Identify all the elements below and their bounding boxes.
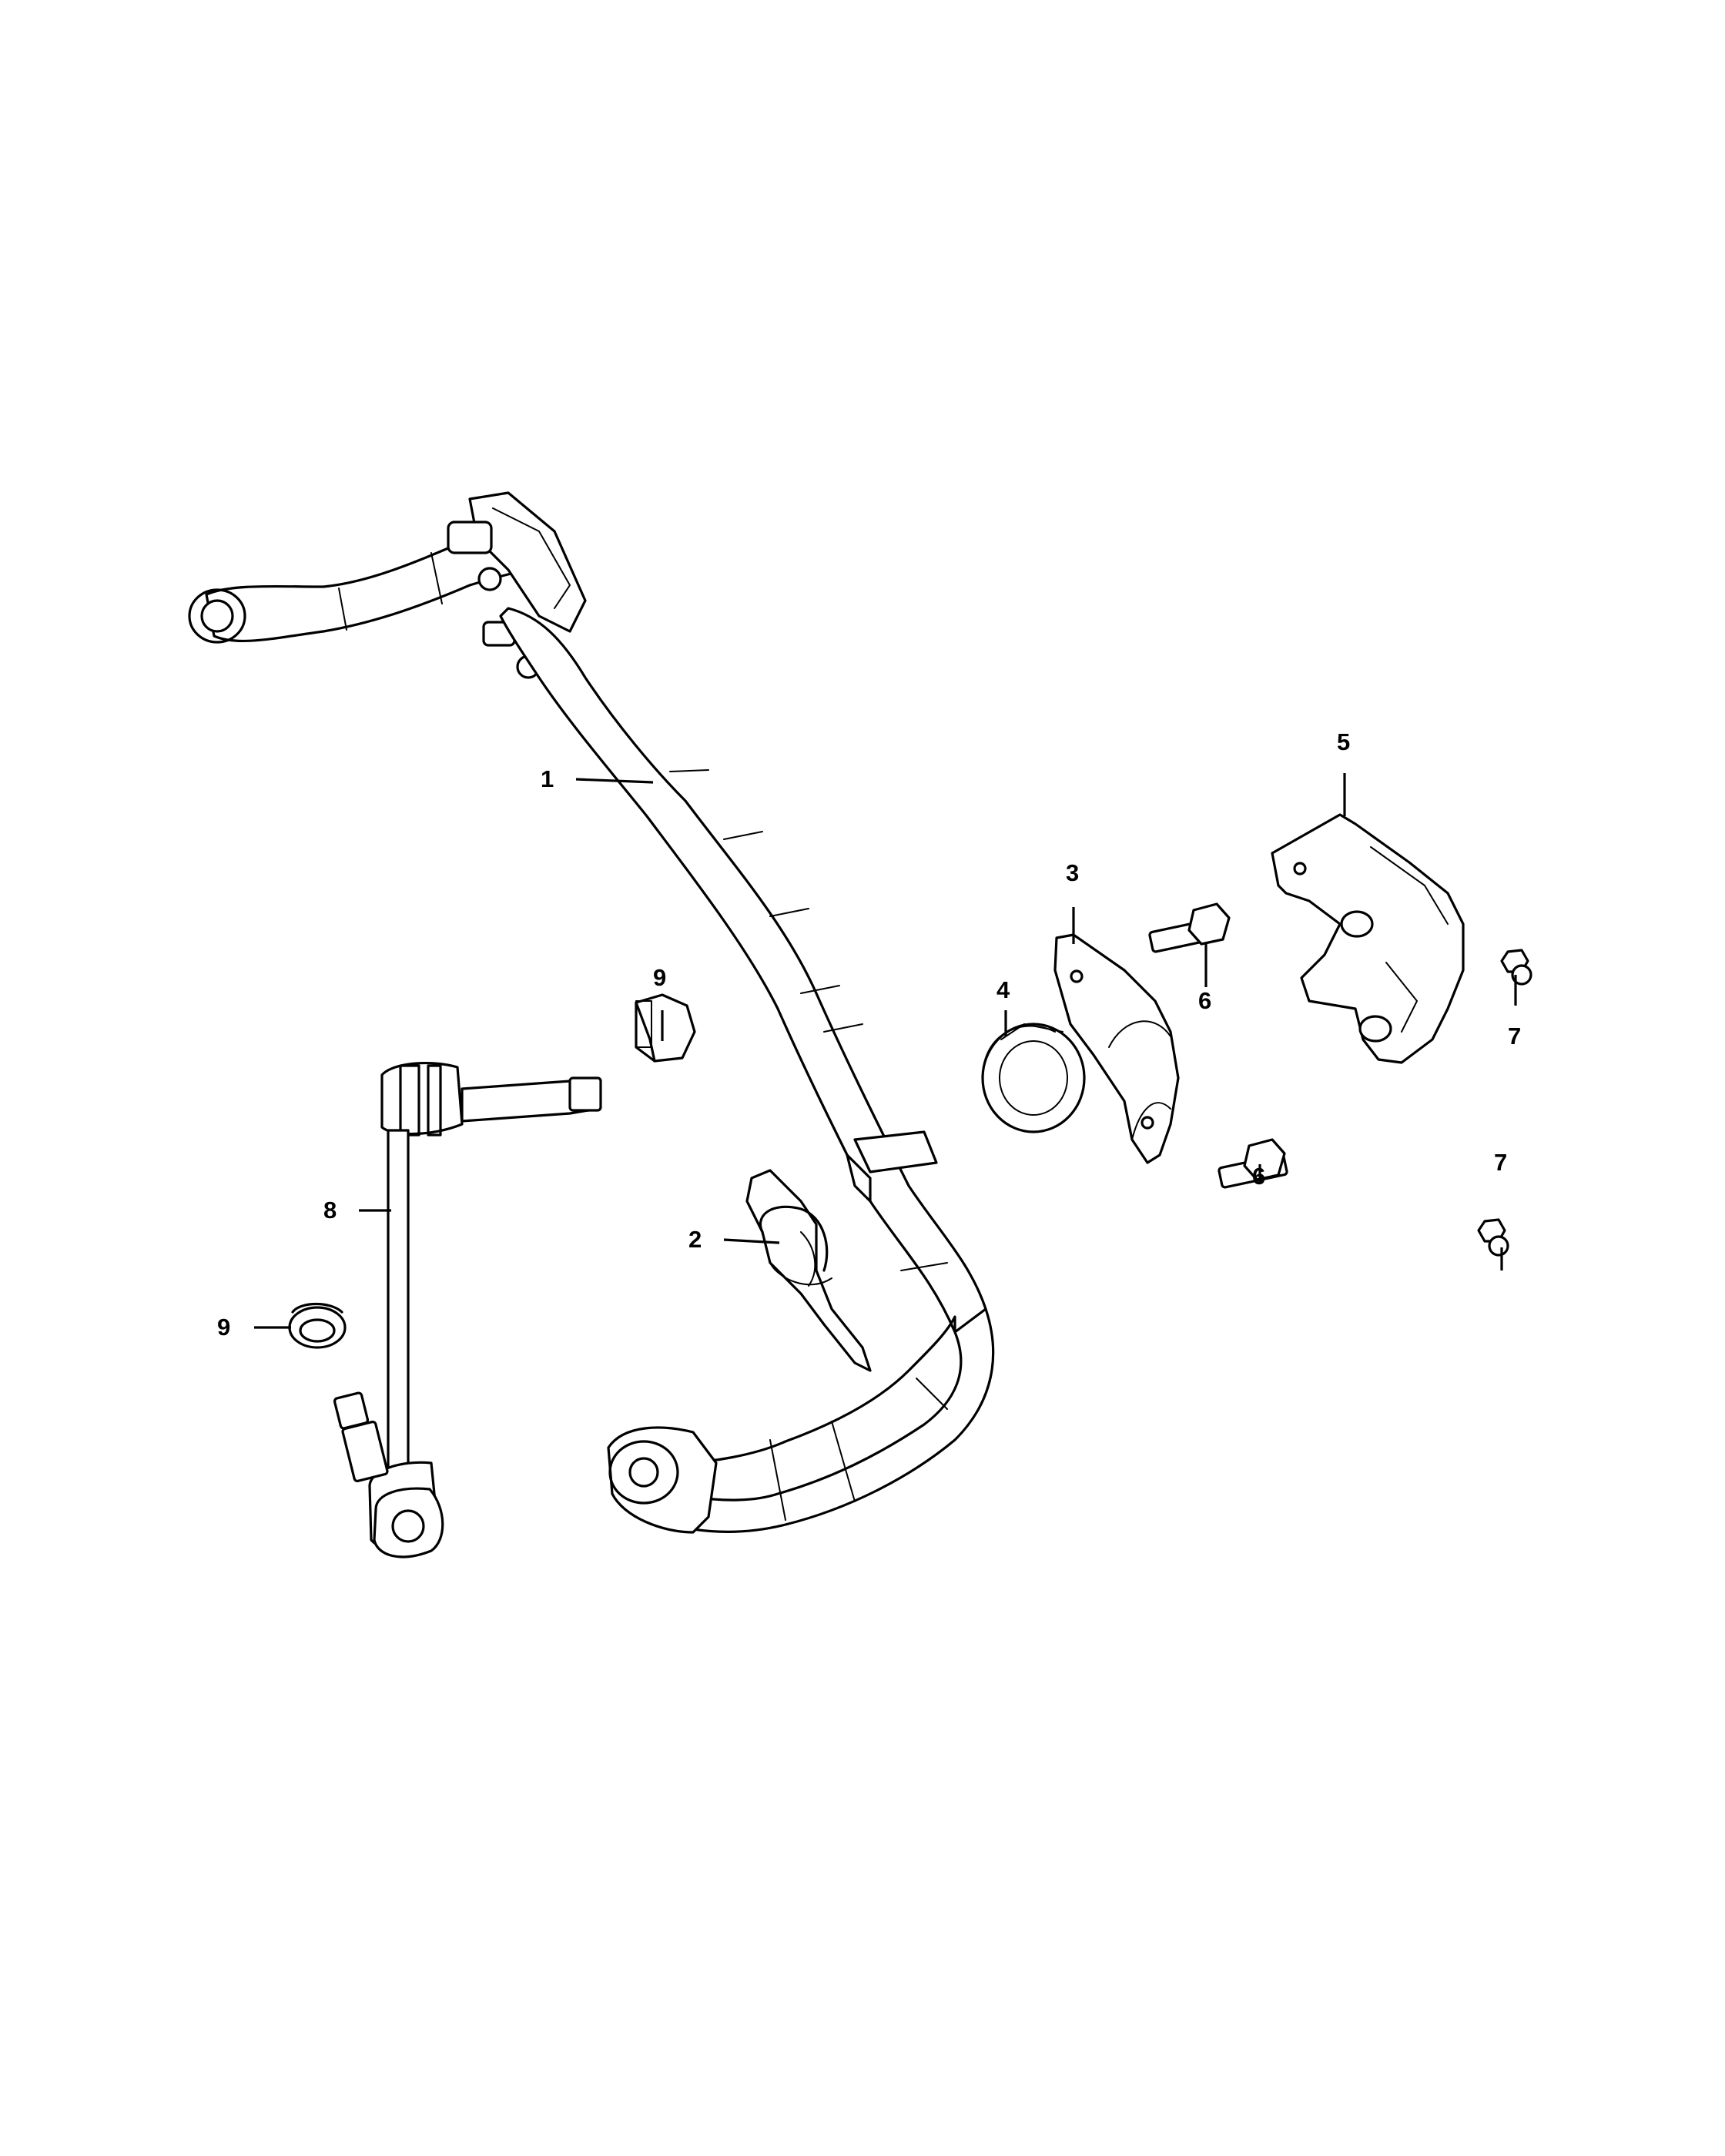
callout-8: 8	[323, 1197, 337, 1224]
callout-7-upper: 7	[1508, 1023, 1521, 1050]
callout-3: 3	[1066, 859, 1079, 886]
mount-bracket	[1053, 933, 1180, 1164]
callout-6-lower: 6	[1252, 1163, 1265, 1190]
callout-1: 1	[541, 765, 554, 792]
stabilizer-bar	[188, 491, 995, 1534]
bushing	[981, 1023, 1086, 1133]
callout-4: 4	[996, 976, 1010, 1003]
screw-upper	[1500, 949, 1532, 986]
callout-9-upper: 9	[653, 964, 666, 991]
callout-2: 2	[688, 1226, 702, 1253]
leader-lines	[254, 773, 1517, 1329]
callout-6-upper: 6	[1198, 987, 1211, 1014]
sway-bar-link	[333, 1061, 602, 1558]
bolt-lower	[1218, 1138, 1288, 1189]
nut-lower	[288, 1303, 347, 1349]
support-bracket	[1271, 813, 1465, 1064]
screw-lower	[1477, 1218, 1509, 1257]
nut-upper	[635, 993, 696, 1063]
callout-9-lower: 9	[217, 1314, 230, 1341]
bar-clamp	[745, 1169, 872, 1372]
callout-5: 5	[1337, 728, 1350, 755]
bolt-upper	[1148, 902, 1231, 953]
callout-labels: 1 2 3 4 5 6 6 7 7 8 9 9	[217, 728, 1521, 1341]
callout-7-lower: 7	[1494, 1149, 1507, 1176]
